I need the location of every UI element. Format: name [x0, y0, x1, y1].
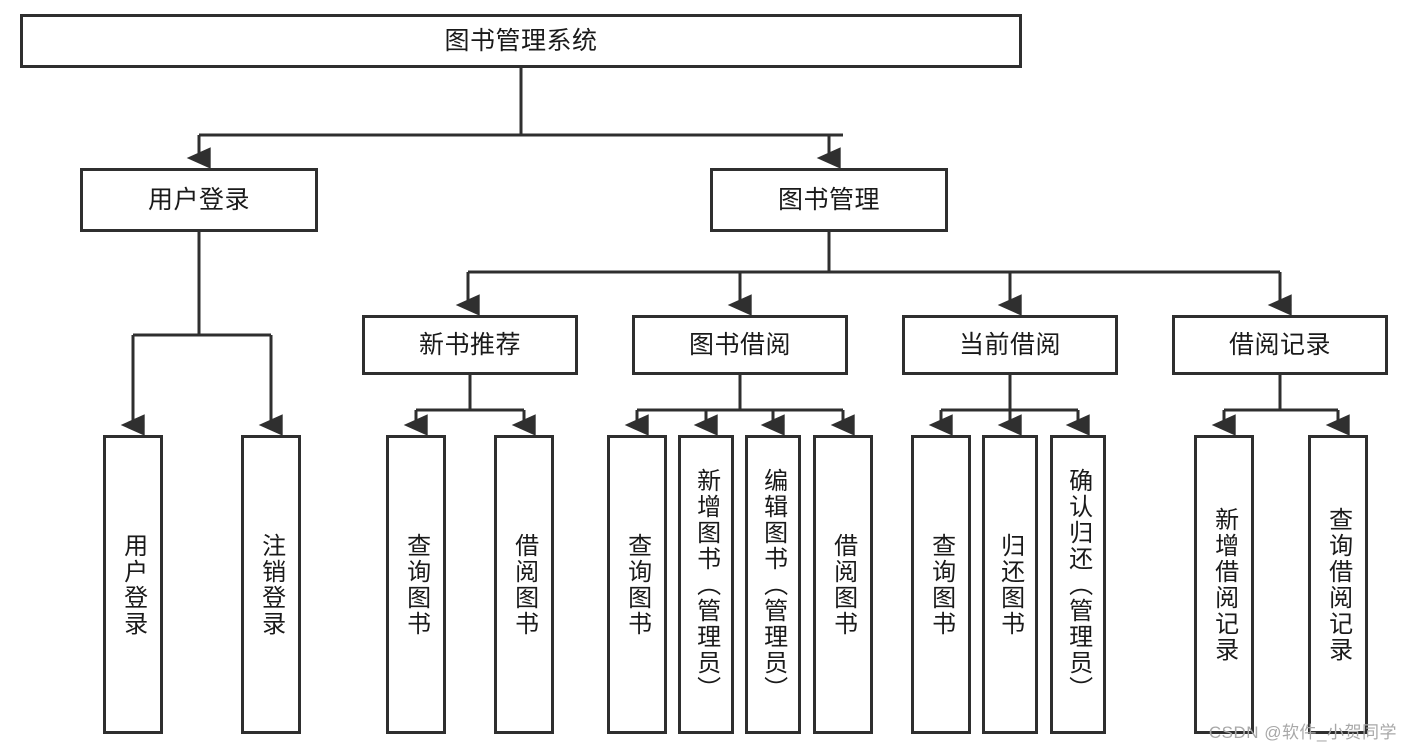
node-current-borrow[interactable]: 当前借阅 [902, 315, 1118, 375]
leaf-borrow-record-add[interactable]: 新增借阅记录 [1194, 435, 1254, 734]
leaf-current-borrow-return-label: 归还图书 [996, 532, 1024, 637]
node-book-borrow-label: 图书借阅 [688, 330, 791, 359]
leaf-new-book-borrow[interactable]: 借阅图书 [494, 435, 554, 734]
leaf-new-book-borrow-label: 借阅图书 [510, 532, 538, 637]
leaf-user-login-logout-label: 注销登录 [257, 532, 285, 637]
leaf-book-borrow-query-label: 查询图书 [623, 532, 651, 637]
leaf-borrow-record-query[interactable]: 查询借阅记录 [1308, 435, 1368, 734]
leaf-current-borrow-query-label: 查询图书 [927, 532, 955, 637]
node-user-login-label: 用户登录 [147, 185, 250, 214]
leaf-new-book-query[interactable]: 查询图书 [386, 435, 446, 734]
leaf-user-login-login-label: 用户登录 [119, 532, 147, 637]
leaf-current-borrow-query[interactable]: 查询图书 [911, 435, 971, 734]
leaf-book-borrow-edit[interactable]: 编辑图书（管理员） [745, 435, 801, 734]
leaf-current-borrow-confirm-label: 确认归还（管理员） [1064, 467, 1092, 702]
node-user-login[interactable]: 用户登录 [80, 168, 318, 232]
node-book-management-label: 图书管理 [777, 185, 880, 214]
node-borrow-record[interactable]: 借阅记录 [1172, 315, 1388, 375]
leaf-book-borrow-borrow[interactable]: 借阅图书 [813, 435, 873, 734]
leaf-book-borrow-edit-label: 编辑图书（管理员） [759, 467, 787, 702]
leaf-current-borrow-return[interactable]: 归还图书 [982, 435, 1038, 734]
leaf-user-login-logout[interactable]: 注销登录 [241, 435, 301, 734]
leaf-book-borrow-borrow-label: 借阅图书 [829, 532, 857, 637]
node-root-system-label: 图书管理系统 [444, 26, 598, 55]
leaf-book-borrow-query[interactable]: 查询图书 [607, 435, 667, 734]
node-current-borrow-label: 当前借阅 [958, 330, 1061, 359]
node-new-book-recommend[interactable]: 新书推荐 [362, 315, 578, 375]
leaf-borrow-record-query-label: 查询借阅记录 [1324, 506, 1352, 663]
node-borrow-record-label: 借阅记录 [1228, 330, 1331, 359]
node-root-system[interactable]: 图书管理系统 [20, 14, 1022, 68]
leaf-book-borrow-add-label: 新增图书（管理员） [692, 467, 720, 702]
leaf-book-borrow-add[interactable]: 新增图书（管理员） [678, 435, 734, 734]
leaf-user-login-login[interactable]: 用户登录 [103, 435, 163, 734]
leaf-borrow-record-add-label: 新增借阅记录 [1210, 506, 1238, 663]
leaf-current-borrow-confirm[interactable]: 确认归还（管理员） [1050, 435, 1106, 734]
leaf-new-book-query-label: 查询图书 [402, 532, 430, 637]
node-book-borrow[interactable]: 图书借阅 [632, 315, 848, 375]
node-new-book-recommend-label: 新书推荐 [418, 330, 521, 359]
node-book-management[interactable]: 图书管理 [710, 168, 948, 232]
